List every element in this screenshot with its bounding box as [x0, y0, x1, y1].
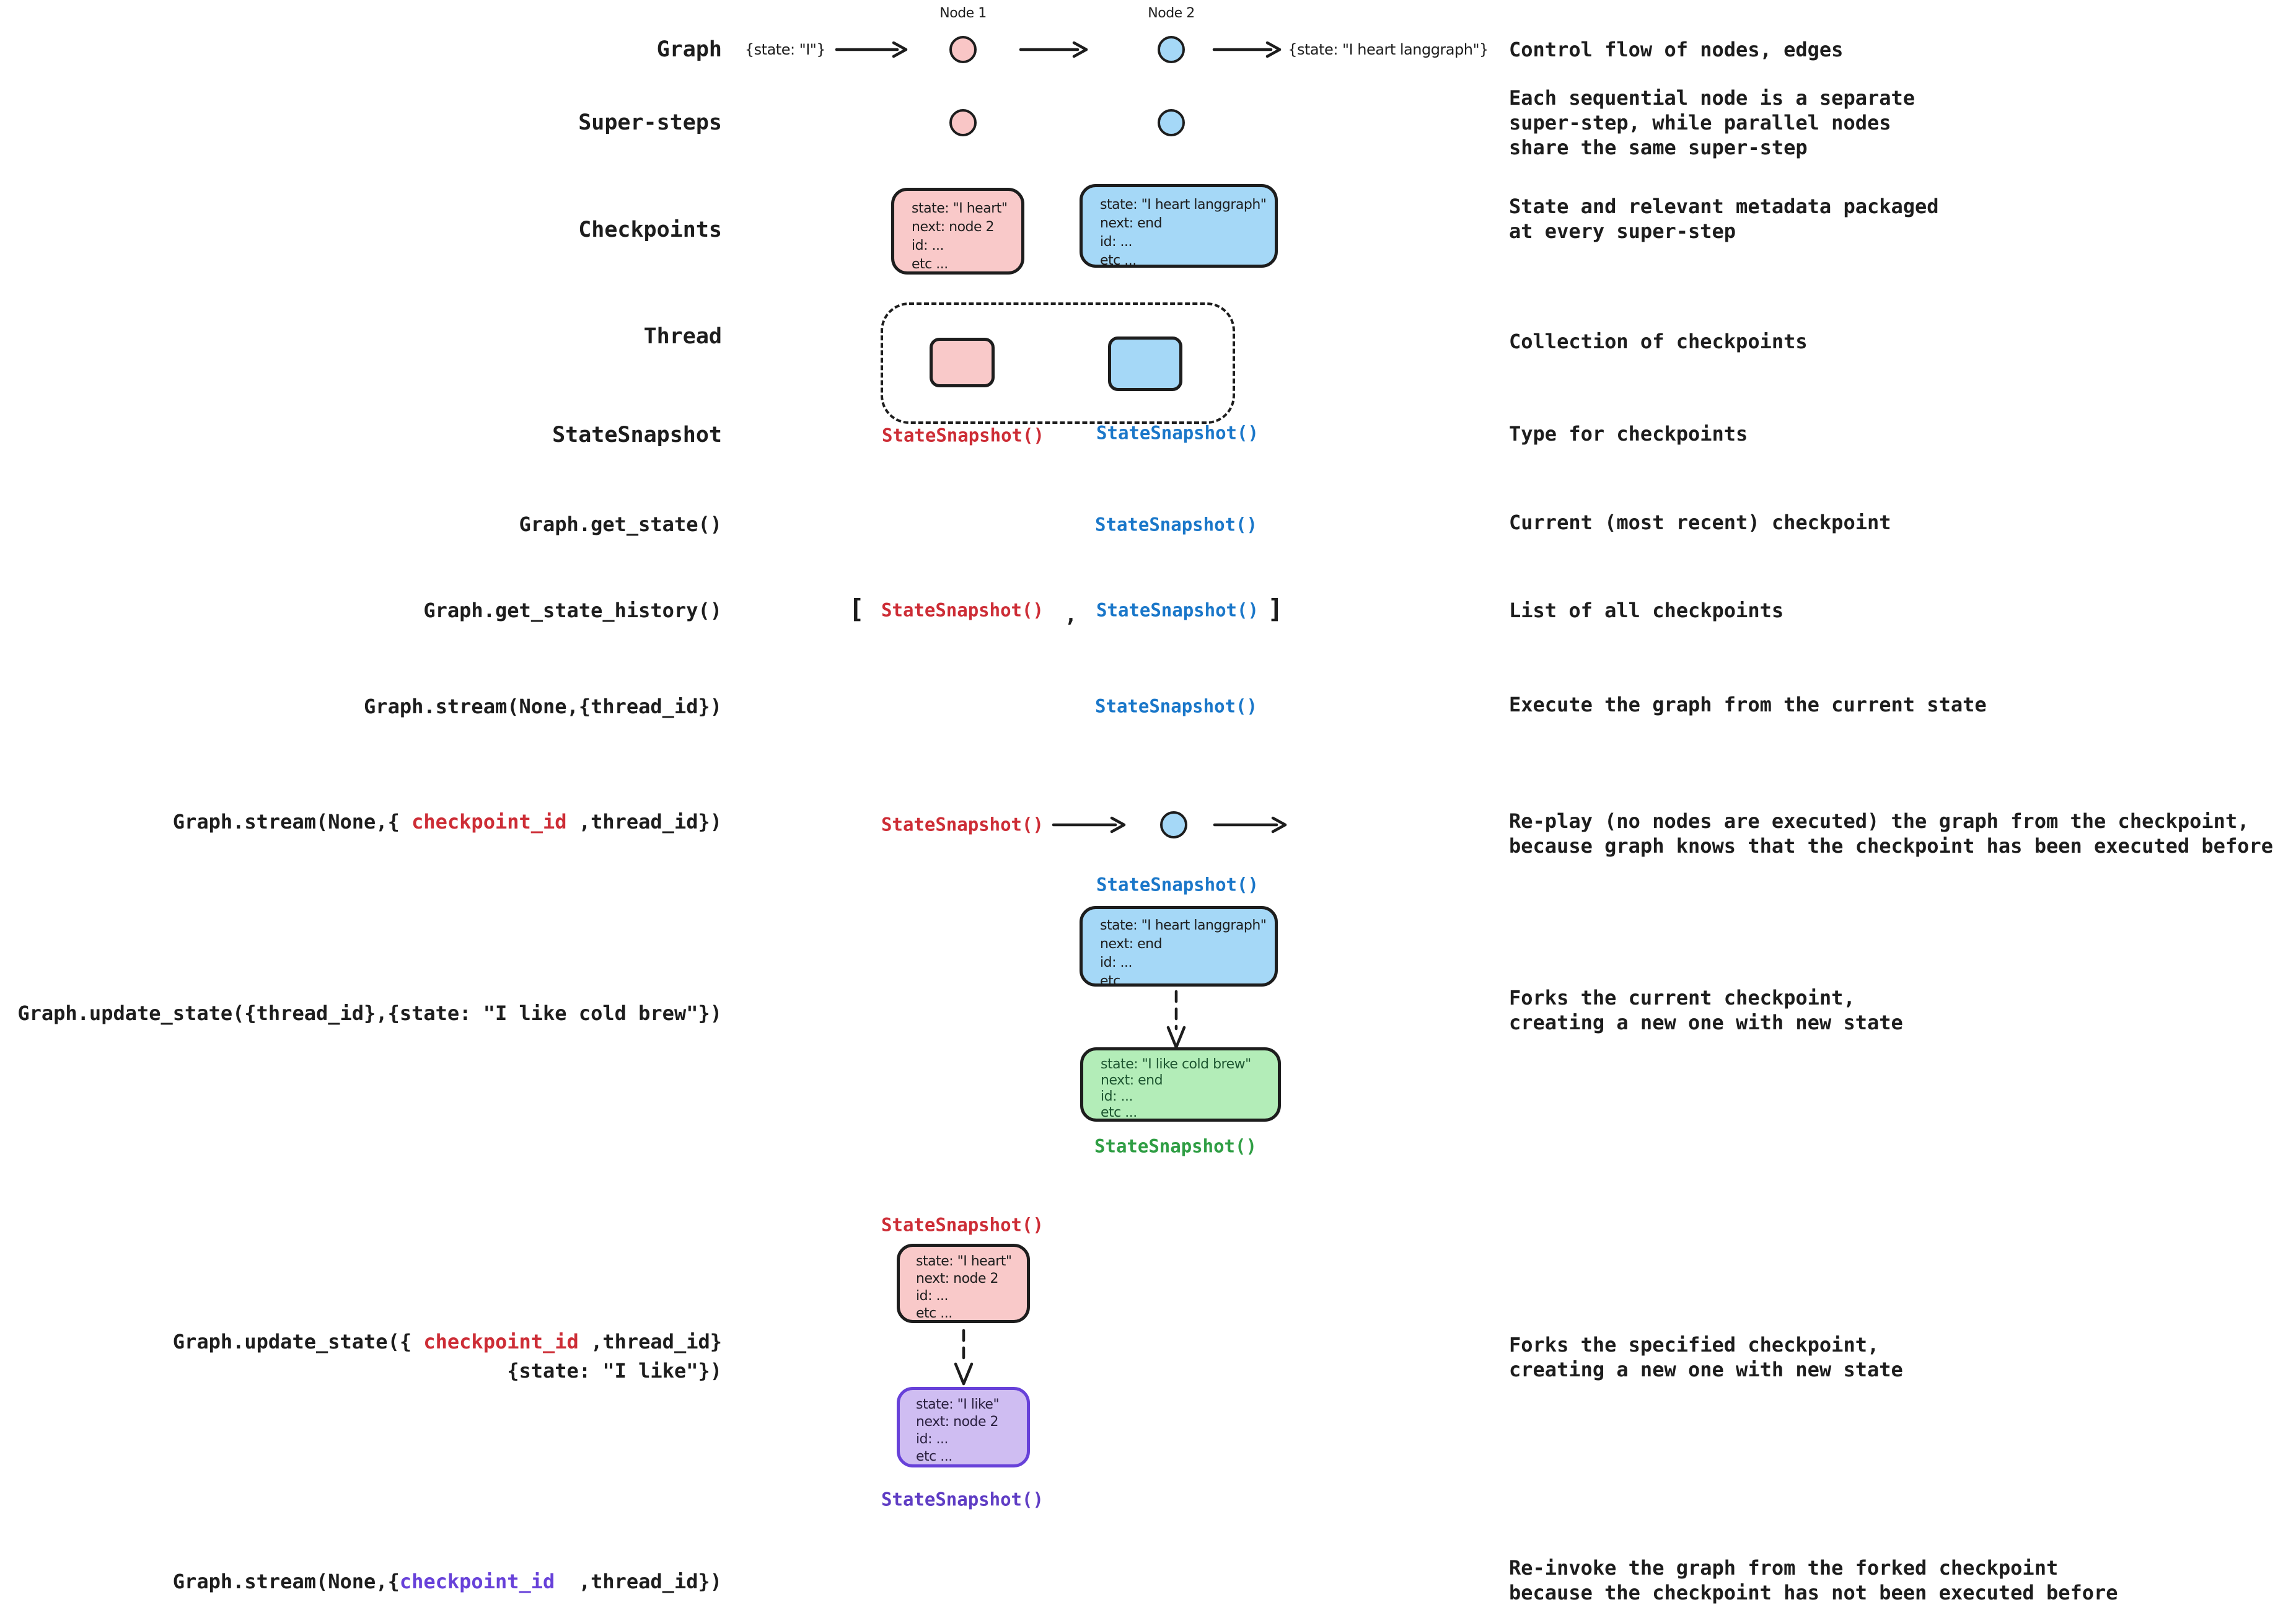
- checkpoint-line: etc ...: [1101, 1105, 1137, 1120]
- checkpoint-line: id: ...: [1100, 234, 1132, 250]
- statesnapshot-red: StateSnapshot(): [882, 424, 1044, 446]
- checkpoint-id-token: checkpoint_id: [399, 1569, 555, 1593]
- checkpoint-line: id: ...: [912, 238, 944, 253]
- arrow-right-icon: [835, 41, 908, 58]
- checkpoint-box-blue: state: "I heart langgraph" next: end id:…: [1080, 906, 1278, 989]
- statesnapshot-red: StateSnapshot(): [881, 599, 1044, 621]
- label-thread: Thread: [643, 324, 722, 349]
- checkpoint-line: state: "I heart": [916, 1254, 1012, 1269]
- arrow-right-icon: [1212, 41, 1282, 58]
- statesnapshot-blue: StateSnapshot(): [1096, 422, 1259, 444]
- checkpoint-line: state: "I heart langgraph": [1100, 918, 1267, 933]
- checkpoint-line: etc ...: [1100, 974, 1137, 989]
- thread-checkpoint-pink: [930, 338, 995, 387]
- statesnapshot-purple: StateSnapshot(): [881, 1489, 1044, 1510]
- desc-checkpoints: State and relevant metadata packaged at …: [1509, 195, 1939, 243]
- bracket-close: ]: [1267, 594, 1283, 624]
- checkpoint-box-blue: state: "I heart langgraph" next: end id:…: [1080, 184, 1278, 268]
- desc-stream-forked: Re-invoke the graph from the forked chec…: [1509, 1556, 2118, 1604]
- label-update-checkpoint-line1: Graph.update_state({ checkpoint_id ,thre…: [173, 1330, 722, 1353]
- statesnapshot-red: StateSnapshot(): [881, 1214, 1044, 1236]
- statesnapshot-red: StateSnapshot(): [881, 814, 1044, 835]
- label-get-state: Graph.get_state(): [519, 512, 722, 536]
- comma: ,: [1064, 602, 1078, 627]
- checkpoint-id-token: checkpoint_id: [411, 809, 567, 834]
- checkpoint-line: next: end: [1100, 216, 1163, 231]
- code-post: ,thread_id}: [578, 1329, 722, 1353]
- checkpoint-line: state: "I heart langgraph": [1100, 197, 1267, 213]
- desc-stream-checkpoint: Re-play (no nodes are executed) the grap…: [1509, 809, 2273, 858]
- desc-super-steps: Each sequential node is a separate super…: [1509, 86, 1916, 159]
- checkpoint-line: state: "I heart": [912, 201, 1008, 216]
- arrow-right-icon: [1213, 816, 1287, 834]
- checkpoint-box-pink: state: "I heart" next: node 2 id: ... et…: [891, 188, 1024, 275]
- label-stream-thread: Graph.stream(None,{thread_id}): [364, 694, 722, 718]
- label-get-state-history: Graph.get_state_history(): [423, 598, 722, 622]
- code-post: ,thread_id}): [555, 1569, 722, 1593]
- checkpoint-line: next: end: [1100, 936, 1163, 952]
- checkpoint-line: id: ...: [916, 1288, 948, 1304]
- arrow-right-icon: [1019, 41, 1088, 58]
- thread-checkpoint-blue: [1108, 337, 1182, 391]
- label-checkpoints: Checkpoints: [578, 218, 722, 242]
- checkpoint-line: id: ...: [1101, 1089, 1133, 1104]
- statesnapshot-blue: StateSnapshot(): [1096, 599, 1259, 621]
- node1-circle: [949, 36, 977, 63]
- desc-statesnapshot: Type for checkpoints: [1509, 422, 1748, 446]
- checkpoint-line: etc ...: [1100, 253, 1137, 268]
- checkpoint-line: next: end: [1101, 1073, 1163, 1088]
- output-state-text: {state: "I heart langgraph"}: [1288, 40, 1489, 58]
- code-post: ,thread_id}): [566, 809, 722, 834]
- checkpoint-line: next: node 2: [912, 219, 995, 235]
- code-pre: Graph.stream(None,{: [172, 809, 412, 834]
- label-statesnapshot: StateSnapshot: [552, 423, 722, 447]
- label-update-checkpoint-line2: {state: "I like"}): [507, 1358, 722, 1383]
- checkpoint-line: etc ...: [916, 1306, 952, 1321]
- label-stream-checkpoint: Graph.stream(None,{ checkpoint_id ,threa…: [173, 810, 722, 834]
- label-update-thread: Graph.update_state({thread_id},{state: "…: [17, 1001, 722, 1025]
- node2-circle: [1158, 36, 1185, 63]
- checkpoint-line: state: "I like cold brew": [1101, 1057, 1251, 1072]
- label-graph: Graph: [656, 37, 722, 62]
- checkpoint-line: state: "I like": [916, 1397, 1000, 1412]
- statesnapshot-green: StateSnapshot(): [1094, 1135, 1257, 1157]
- checkpoint-line: id: ...: [916, 1432, 948, 1447]
- statesnapshot-blue: StateSnapshot(): [1096, 874, 1259, 895]
- checkpoint-box-purple: state: "I like" next: node 2 id: ... etc…: [897, 1387, 1030, 1467]
- desc-graph: Control flow of nodes, edges: [1509, 38, 1844, 61]
- statesnapshot-blue: StateSnapshot(): [1095, 514, 1257, 535]
- code-pre: Graph.stream(None,{: [172, 1569, 400, 1593]
- checkpoint-line: next: node 2: [916, 1271, 999, 1287]
- arrow-right-icon: [1052, 816, 1126, 834]
- superstep2-circle: [1158, 109, 1185, 136]
- checkpoint-line: etc ...: [912, 257, 948, 272]
- desc-update-thread: Forks the current checkpoint, creating a…: [1509, 986, 1903, 1034]
- desc-update-checkpoint: Forks the specified checkpoint, creating…: [1509, 1333, 1903, 1381]
- input-state-text: {state: "I"}: [744, 40, 826, 58]
- thread-container: [881, 302, 1235, 424]
- bracket-open: [: [848, 594, 864, 624]
- dashed-arrow-down-icon: [954, 1329, 974, 1386]
- checkpoint-line: id: ...: [1100, 955, 1132, 970]
- checkpoint-line: next: node 2: [916, 1414, 999, 1430]
- dashed-arrow-down-icon: [1166, 990, 1186, 1049]
- desc-thread: Collection of checkpoints: [1509, 330, 1808, 353]
- desc-stream-thread: Execute the graph from the current state: [1509, 693, 1987, 716]
- superstep1-circle: [949, 109, 977, 136]
- code-pre: Graph.update_state({: [172, 1329, 424, 1353]
- statesnapshot-blue: StateSnapshot(): [1095, 695, 1257, 717]
- desc-get-state-history: List of all checkpoints: [1509, 599, 1784, 622]
- desc-get-state: Current (most recent) checkpoint: [1509, 511, 1891, 534]
- checkpoint-box-green: state: "I like cold brew" next: end id: …: [1080, 1047, 1281, 1122]
- checkpoint-id-token: checkpoint_id: [423, 1329, 579, 1353]
- node1-label: Node 1: [939, 5, 987, 21]
- checkpoint-box-pink: state: "I heart" next: node 2 id: ... et…: [897, 1244, 1030, 1323]
- checkpoint-line: etc ...: [916, 1449, 952, 1464]
- node2-label: Node 2: [1148, 5, 1195, 21]
- label-super-steps: Super-steps: [578, 110, 722, 135]
- label-stream-forked: Graph.stream(None,{checkpoint_id ,thread…: [173, 1570, 722, 1593]
- replay-node-circle: [1160, 811, 1187, 838]
